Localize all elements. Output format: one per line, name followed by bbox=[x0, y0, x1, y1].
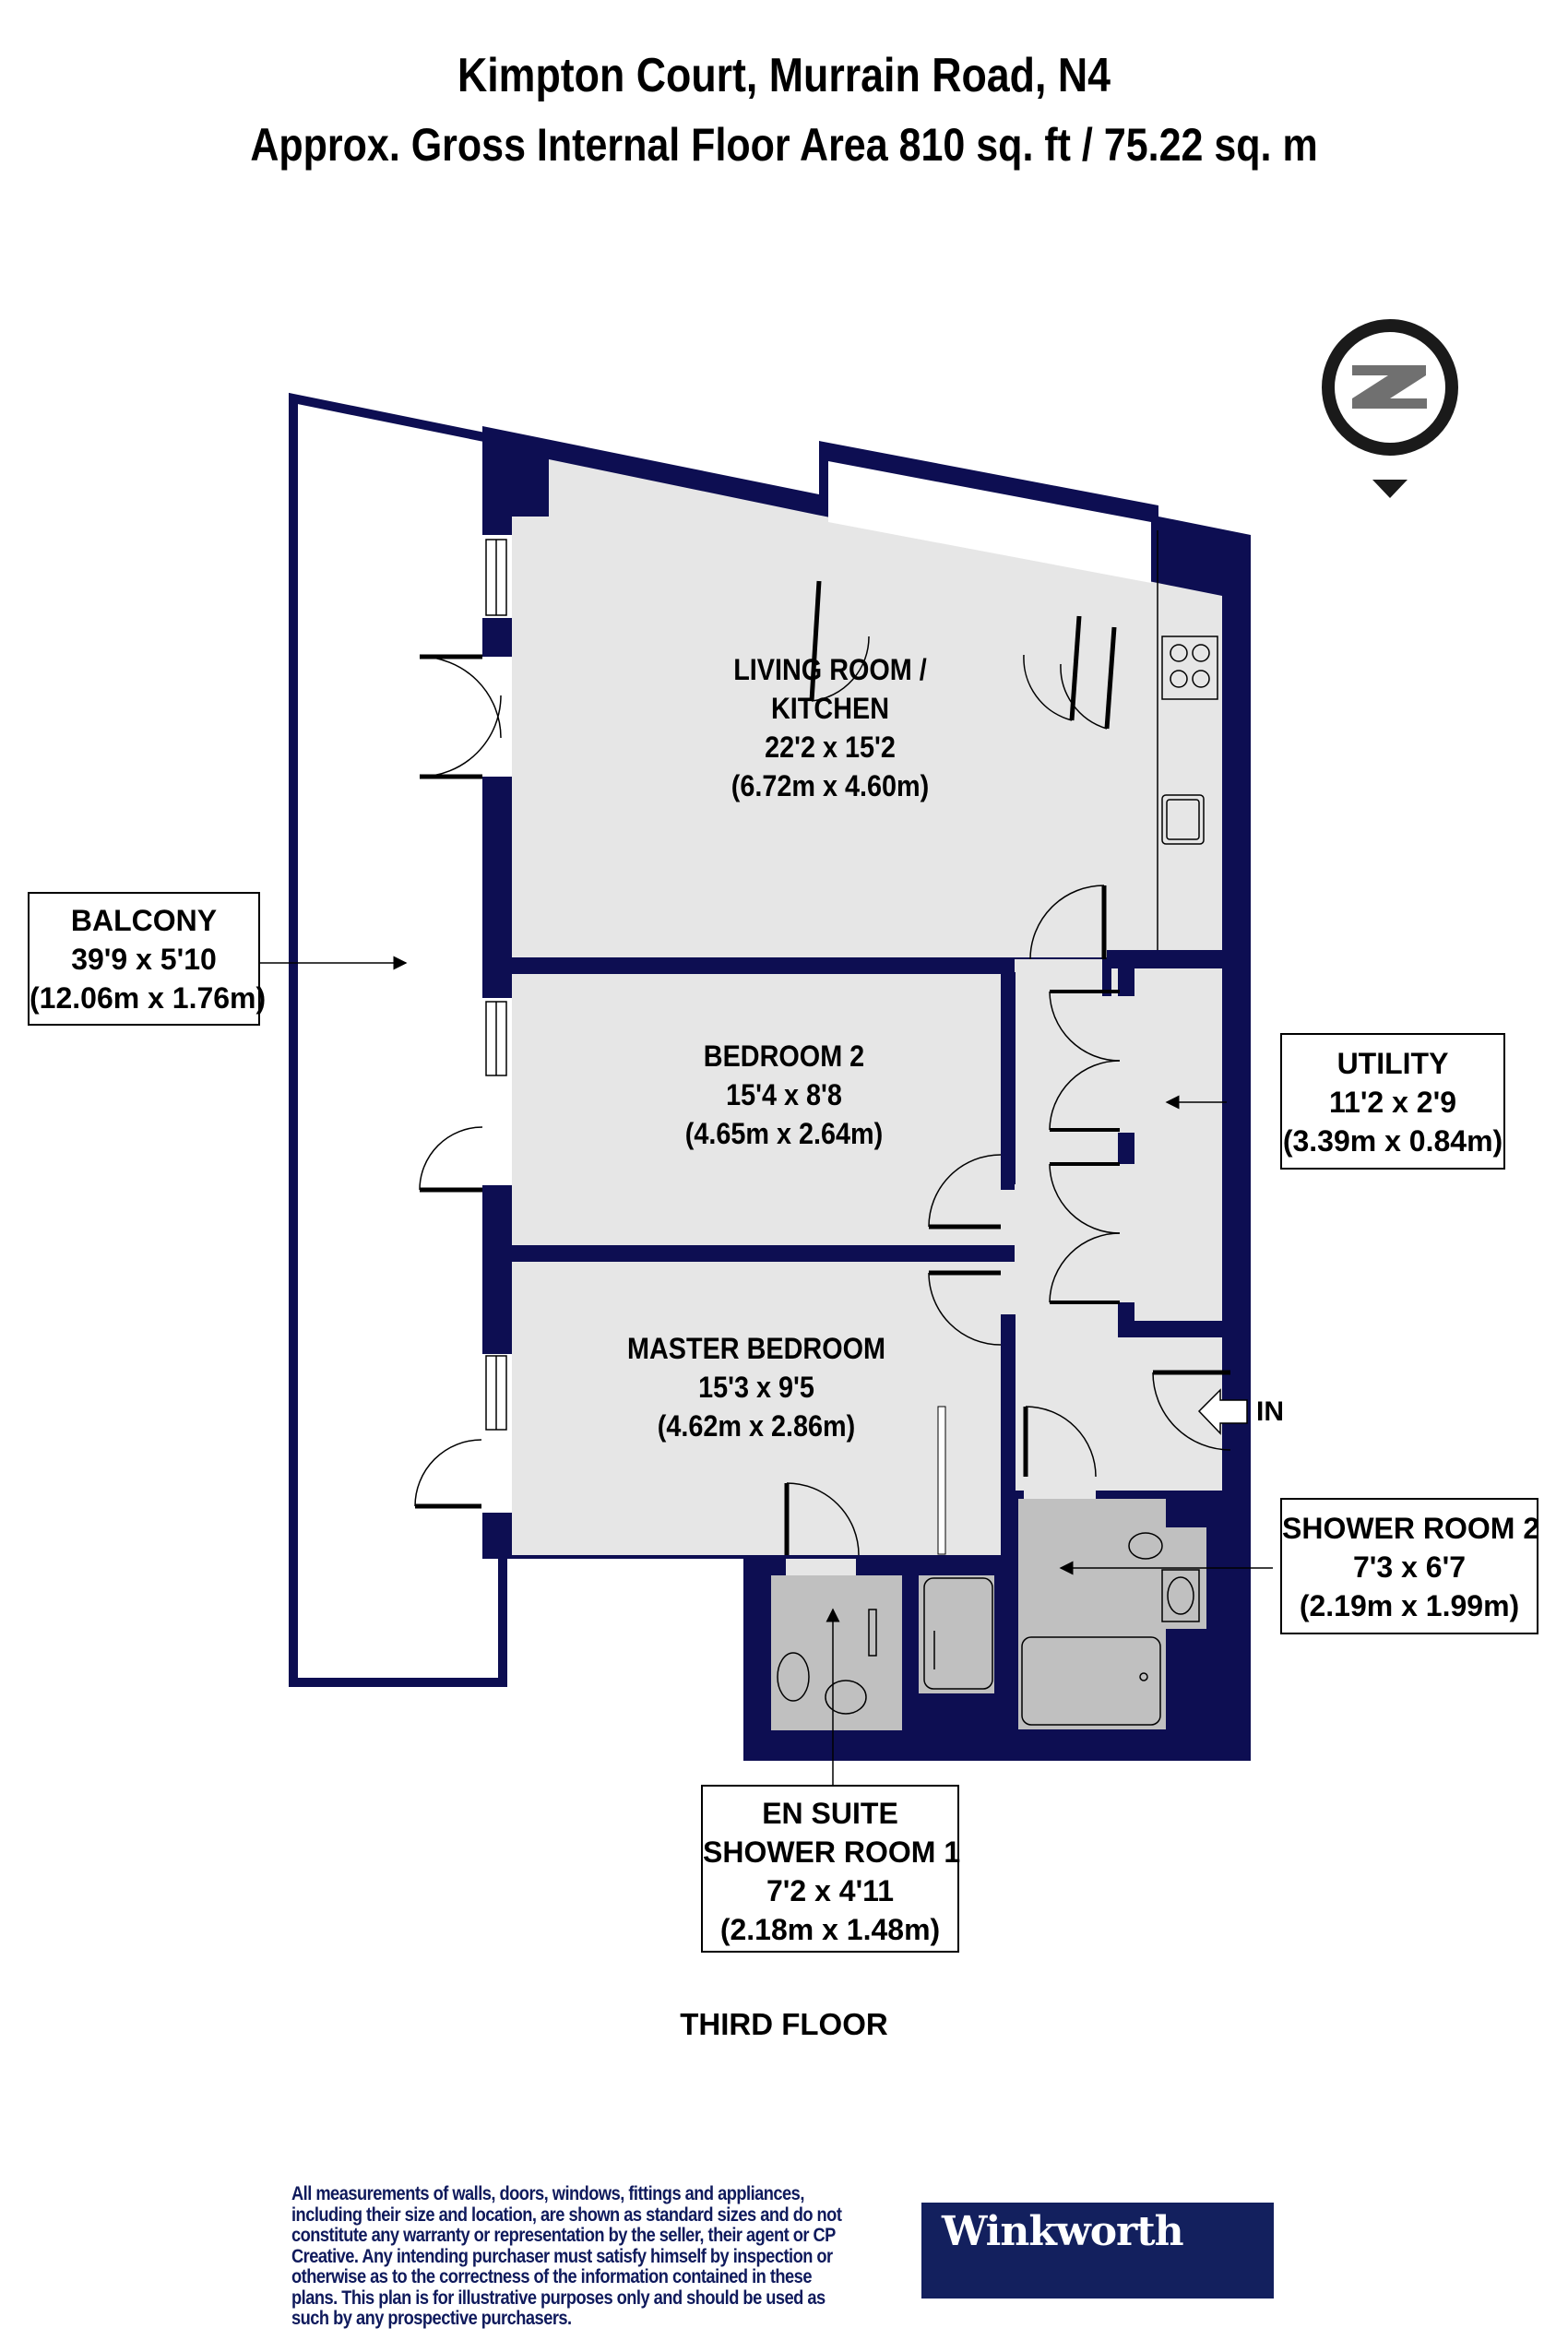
hob-icon bbox=[1161, 636, 1218, 700]
window-icon bbox=[485, 539, 507, 1431]
basin-icon bbox=[1161, 1569, 1200, 1622]
room-label-living-kitchen: LIVING ROOM / KITCHEN 22'2 x 15'2 (6.72m… bbox=[656, 650, 1004, 805]
door-swings bbox=[414, 580, 1231, 1556]
north-compass-icon bbox=[1322, 319, 1458, 498]
property-title: Kimpton Court, Murrain Road, N4 bbox=[457, 49, 1111, 102]
room-label-en-suite: EN SUITE SHOWER ROOM 1 7'2 x 4'11 (2.18m… bbox=[701, 1785, 961, 1953]
room-dimensions-imperial: 22'2 x 15'2 bbox=[765, 731, 896, 764]
room-dimensions-metric: (2.19m x 1.99m) bbox=[1299, 1589, 1520, 1622]
room-name: LIVING ROOM / bbox=[733, 653, 927, 686]
shower-room-2-fixtures bbox=[1021, 1532, 1200, 1726]
room-name: SHOWER ROOM 1 bbox=[703, 1835, 961, 1869]
room-dimensions-imperial: 39'9 x 5'10 bbox=[71, 943, 217, 976]
basin-icon bbox=[825, 1680, 867, 1715]
brand-name: Winkworth bbox=[942, 2208, 1184, 2255]
floor-area-subtitle: Approx. Gross Internal Floor Area 810 sq… bbox=[250, 119, 1318, 171]
kitchen-sink-icon bbox=[1161, 794, 1205, 845]
room-dimensions-metric: (4.62m x 2.86m) bbox=[657, 1409, 856, 1443]
room-dimensions-imperial: 15'4 x 8'8 bbox=[726, 1078, 842, 1111]
room-name: SHOWER ROOM 2 bbox=[1282, 1512, 1540, 1545]
entrance-arrow-icon bbox=[1197, 1388, 1248, 1435]
room-name: KITCHEN bbox=[771, 692, 889, 725]
dimension-markers bbox=[258, 956, 1273, 1808]
room-dimensions-metric: (12.06m x 1.76m) bbox=[30, 981, 267, 1015]
balcony-outline bbox=[289, 392, 507, 1687]
room-name: BALCONY bbox=[70, 904, 218, 937]
room-label-master-bedroom: MASTER BEDROOM 15'3 x 9'5 (4.62m x 2.86m… bbox=[590, 1329, 922, 1445]
room-dimensions-imperial: 11'2 x 2'9 bbox=[1328, 1086, 1456, 1119]
room-dimensions-metric: (3.39m x 0.84m) bbox=[1282, 1124, 1503, 1158]
room-label-shower-room-2: SHOWER ROOM 2 7'3 x 6'7 (2.19m x 1.99m) bbox=[1280, 1498, 1540, 1634]
room-label-bedroom-2: BEDROOM 2 15'4 x 8'8 (4.65m x 2.64m) bbox=[618, 1037, 950, 1153]
shower-tray-icon bbox=[923, 1577, 993, 1690]
disclaimer-text: All measurements of walls, doors, window… bbox=[291, 2183, 842, 2329]
entrance-label: IN bbox=[1256, 1396, 1284, 1427]
room-name: BEDROOM 2 bbox=[703, 1039, 865, 1073]
floor-level-label: THIRD FLOOR bbox=[680, 2007, 888, 2041]
toilet-icon bbox=[777, 1652, 810, 1702]
room-dimensions-metric: (6.72m x 4.60m) bbox=[731, 769, 930, 802]
ensuite-fixtures bbox=[777, 1577, 993, 1715]
room-dimensions-metric: (4.65m x 2.64m) bbox=[684, 1117, 884, 1150]
room-dimensions-imperial: 7'3 x 6'7 bbox=[1353, 1550, 1466, 1584]
bath-icon bbox=[1021, 1636, 1161, 1726]
room-name: EN SUITE bbox=[762, 1797, 898, 1830]
building-walls bbox=[482, 426, 1251, 1761]
winkworth-logo: Winkworth bbox=[921, 2203, 1274, 2299]
toilet-icon bbox=[1128, 1532, 1163, 1560]
room-dimensions-metric: (2.18m x 1.48m) bbox=[719, 1913, 941, 1946]
room-name: UTILITY bbox=[1336, 1047, 1449, 1080]
room-label-utility: UTILITY 11'2 x 2'9 (3.39m x 0.84m) bbox=[1280, 1033, 1505, 1170]
room-dimensions-imperial: 7'2 x 4'11 bbox=[766, 1874, 894, 1907]
room-label-balcony: BALCONY 39'9 x 5'10 (12.06m x 1.76m) bbox=[28, 892, 267, 1026]
room-dimensions-imperial: 15'3 x 9'5 bbox=[698, 1371, 814, 1404]
room-name: MASTER BEDROOM bbox=[626, 1332, 885, 1365]
